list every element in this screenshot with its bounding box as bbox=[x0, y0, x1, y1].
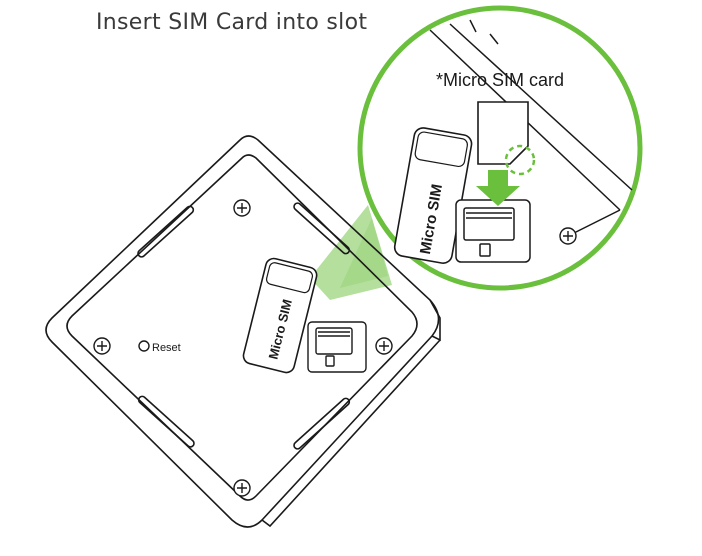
sim-slot-enlarged-icon bbox=[455, 199, 531, 263]
reset-label: Reset bbox=[152, 342, 181, 354]
screw-icon bbox=[93, 337, 111, 355]
page-title: Insert SIM Card into slot bbox=[96, 10, 368, 35]
sim-door[interactable]: Micro SIM bbox=[242, 257, 319, 374]
sim-notch-highlight bbox=[504, 144, 536, 176]
micro-sim-card bbox=[477, 101, 529, 165]
arrow-down-icon bbox=[476, 170, 520, 206]
callout-connector-inner bbox=[340, 218, 388, 288]
router-device bbox=[45, 135, 441, 528]
screw-icon bbox=[233, 479, 251, 497]
sim-door-enlarged: Micro SIM bbox=[393, 127, 473, 264]
callout-label: *Micro SIM card bbox=[436, 70, 564, 90]
screw-icon bbox=[233, 199, 251, 217]
reset-button-icon[interactable] bbox=[138, 340, 150, 352]
sim-slot-icon bbox=[307, 321, 367, 373]
screw-icon bbox=[559, 227, 577, 245]
screw-icon bbox=[375, 337, 393, 355]
